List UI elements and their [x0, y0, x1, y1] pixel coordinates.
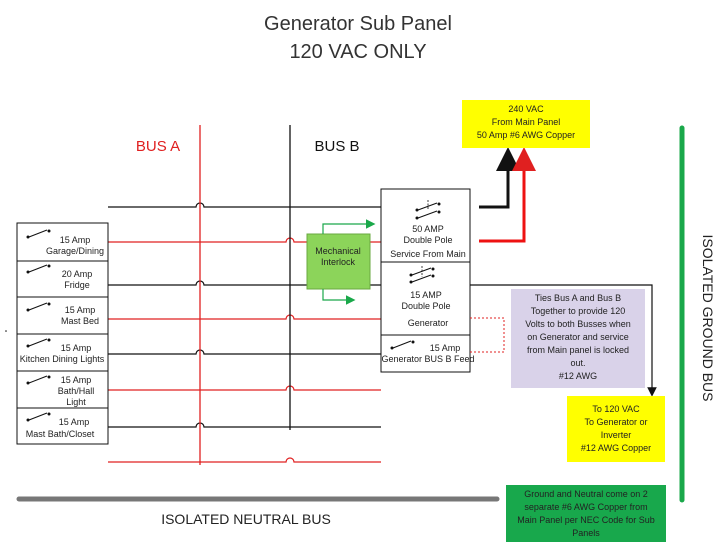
switch-icon — [26, 302, 51, 312]
circuit-line-black — [108, 422, 381, 428]
breaker-rating: 50 AMP — [412, 224, 444, 234]
interlock-label: Mechanical — [315, 246, 361, 256]
generator-bus-b-feed-breaker[interactable]: 15 Amp Generator BUS B Feed — [381, 340, 475, 365]
bus-tie-note: Ties Bus A and Bus B Together to provide… — [511, 289, 645, 388]
breaker-amps: 15 Amp — [61, 375, 92, 385]
breaker-mast-bed[interactable]: 15 Amp Mast Bed — [26, 302, 100, 327]
note-line: 240 VAC — [508, 104, 544, 114]
bus-b-label: BUS B — [314, 138, 359, 155]
note-line: To Generator or — [584, 417, 647, 427]
stray-dot — [5, 330, 7, 332]
circuit-line-red — [108, 457, 381, 463]
note-line: from Main panel is locked — [527, 345, 629, 355]
breaker-fridge[interactable]: 20 Amp Fridge — [26, 264, 93, 291]
mechanical-interlock[interactable]: Mechanical Interlock — [306, 233, 371, 290]
branch-breaker-panel: 15 Amp Garage/Dining 20 Amp Fridge 15 Am… — [16, 222, 109, 445]
generator-output-note: To 120 VAC To Generator or Inverter #12 … — [567, 396, 665, 462]
breaker-amps: 15 Amp — [65, 305, 96, 315]
breaker-amps: 15 Amp — [430, 343, 461, 353]
circuit-line-red — [108, 314, 381, 320]
service-main-breaker[interactable]: 50 AMP Double Pole Service From Main — [390, 200, 466, 259]
breaker-mast-bath-closet[interactable]: 15 Amp Mast Bath/Closet — [26, 412, 95, 440]
generator-breaker[interactable]: 15 AMP Double Pole Generator — [401, 266, 451, 328]
breaker-caption: Generator BUS B Feed — [381, 354, 474, 364]
breaker-type: Double Pole — [403, 235, 452, 245]
note-line: separate #6 AWG Copper from — [524, 502, 647, 512]
bus-a-label: BUS A — [136, 138, 180, 155]
main-breaker-panel: 50 AMP Double Pole Service From Main 15 … — [380, 188, 475, 373]
ground-neutral-note: Ground and Neutral come on 2 separate #6… — [506, 485, 666, 542]
circuit-line-black — [108, 202, 381, 208]
breaker-amps: 15 Amp — [60, 235, 91, 245]
note-line: #12 AWG Copper — [581, 443, 651, 453]
main-feed-note: 240 VAC From Main Panel 50 Amp #6 AWG Co… — [462, 100, 590, 148]
note-line: Ties Bus A and Bus B — [535, 293, 621, 303]
breaker-load: Kitchen Dining Lights — [20, 354, 105, 364]
breaker-load: Mast Bath/Closet — [26, 429, 95, 439]
note-line: From Main Panel — [492, 117, 561, 127]
bus-tie-link — [470, 317, 505, 353]
note-line: Main Panel per NEC Code for Sub — [517, 515, 655, 525]
diagram-title: Generator Sub Panel — [264, 13, 452, 35]
switch-icon — [390, 340, 415, 350]
breaker-load: Fridge — [64, 280, 90, 290]
note-line: on Generator and service — [527, 332, 629, 342]
breaker-amps: 15 Amp — [61, 343, 92, 353]
breaker-load: Bath/Hall — [58, 386, 95, 396]
switch-icon — [26, 229, 51, 239]
breaker-garage-dining[interactable]: 15 Amp Garage/Dining — [26, 229, 105, 257]
breaker-bath-hall-light[interactable]: 15 Amp Bath/Hall Light — [26, 375, 95, 407]
circuit-line-red — [108, 385, 381, 391]
interlock-arrow-down — [322, 289, 356, 305]
interlock-label: Interlock — [321, 257, 356, 267]
circuit-line-black — [108, 349, 381, 355]
note-line: Ground and Neutral come on 2 — [524, 489, 648, 499]
breaker-caption: Generator — [408, 318, 449, 328]
breaker-load: Light — [66, 397, 86, 407]
switch-icon — [26, 412, 51, 422]
note-line: Together to provide 120 — [531, 306, 626, 316]
note-line: #12 AWG — [559, 371, 597, 381]
generator-output-line — [470, 284, 657, 397]
main-feed-red-conductor — [479, 147, 536, 243]
breaker-type: Double Pole — [401, 301, 450, 311]
neutral-bus-label: ISOLATED NEUTRAL BUS — [161, 511, 331, 527]
switch-icon — [26, 338, 51, 348]
breaker-load: Mast Bed — [61, 316, 99, 326]
main-feed-black-conductor — [479, 147, 520, 209]
note-line: To 120 VAC — [592, 404, 640, 414]
breaker-amps: 20 Amp — [62, 269, 93, 279]
breaker-amps: 15 Amp — [59, 417, 90, 427]
ground-bus-label: ISOLATED GROUND BUS — [700, 235, 716, 402]
breaker-kitchen-dining-lights[interactable]: 15 Amp Kitchen Dining Lights — [20, 338, 105, 365]
interlock-arrow-up — [322, 219, 376, 234]
double-pole-switch-icon — [415, 200, 441, 220]
breaker-rating: 15 AMP — [410, 290, 442, 300]
diagram-subtitle: 120 VAC ONLY — [289, 41, 426, 63]
note-line: Panels — [572, 528, 600, 538]
note-line: Volts to both Busses when — [525, 319, 631, 329]
breaker-load: Garage/Dining — [46, 246, 104, 256]
switch-icon — [26, 264, 51, 274]
double-pole-switch-icon — [409, 266, 435, 284]
switch-icon — [26, 375, 51, 385]
note-line: Inverter — [601, 430, 632, 440]
note-line: out. — [570, 358, 585, 368]
breaker-caption: Service From Main — [390, 249, 466, 259]
note-line: 50 Amp #6 AWG Copper — [477, 130, 575, 140]
